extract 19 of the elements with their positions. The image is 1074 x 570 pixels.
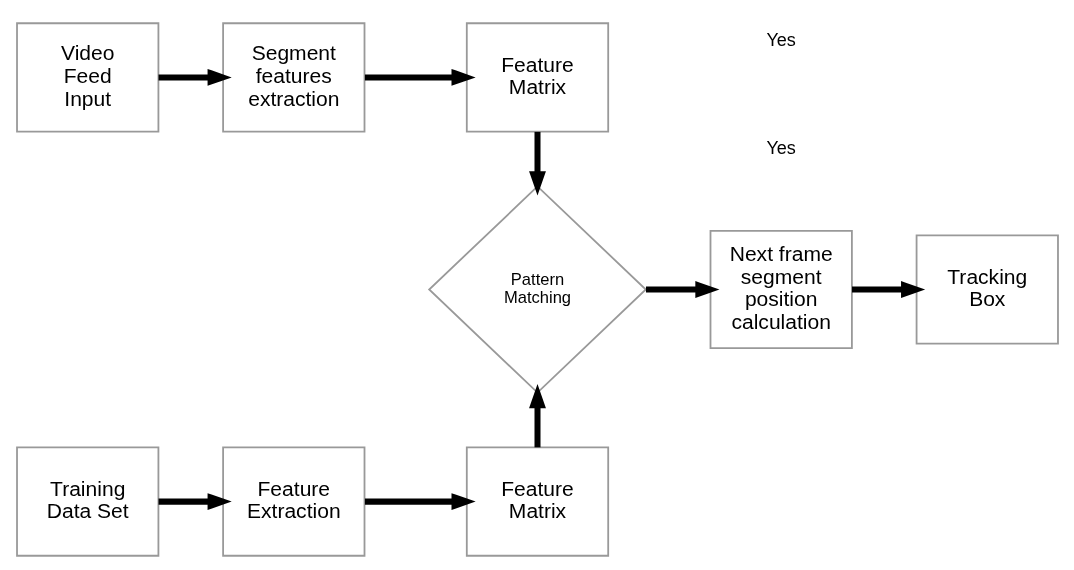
- node-diamond: Pattern Matching: [427, 185, 647, 394]
- node-box: Video Feed Input: [15, 22, 159, 133]
- node-box: Segment features extraction: [221, 22, 365, 133]
- arrow: [645, 281, 719, 298]
- arrow: [851, 281, 925, 298]
- node-box: Feature Matrix: [465, 22, 609, 133]
- node-box: Next frame segment position calculation: [709, 229, 853, 350]
- node-box: Feature Extraction: [221, 446, 365, 557]
- arrow: [528, 384, 546, 448]
- label: Yes: [765, 138, 796, 159]
- node-box: Training Data Set: [15, 446, 159, 557]
- arrow: [158, 68, 232, 86]
- label: Yes: [765, 29, 796, 50]
- arrow: [364, 493, 476, 511]
- arrow: [528, 131, 546, 196]
- arrow: [158, 493, 232, 511]
- node-box: Tracking Box: [915, 234, 1059, 345]
- node-box: Feature Matrix: [465, 446, 609, 557]
- arrow: [364, 68, 476, 86]
